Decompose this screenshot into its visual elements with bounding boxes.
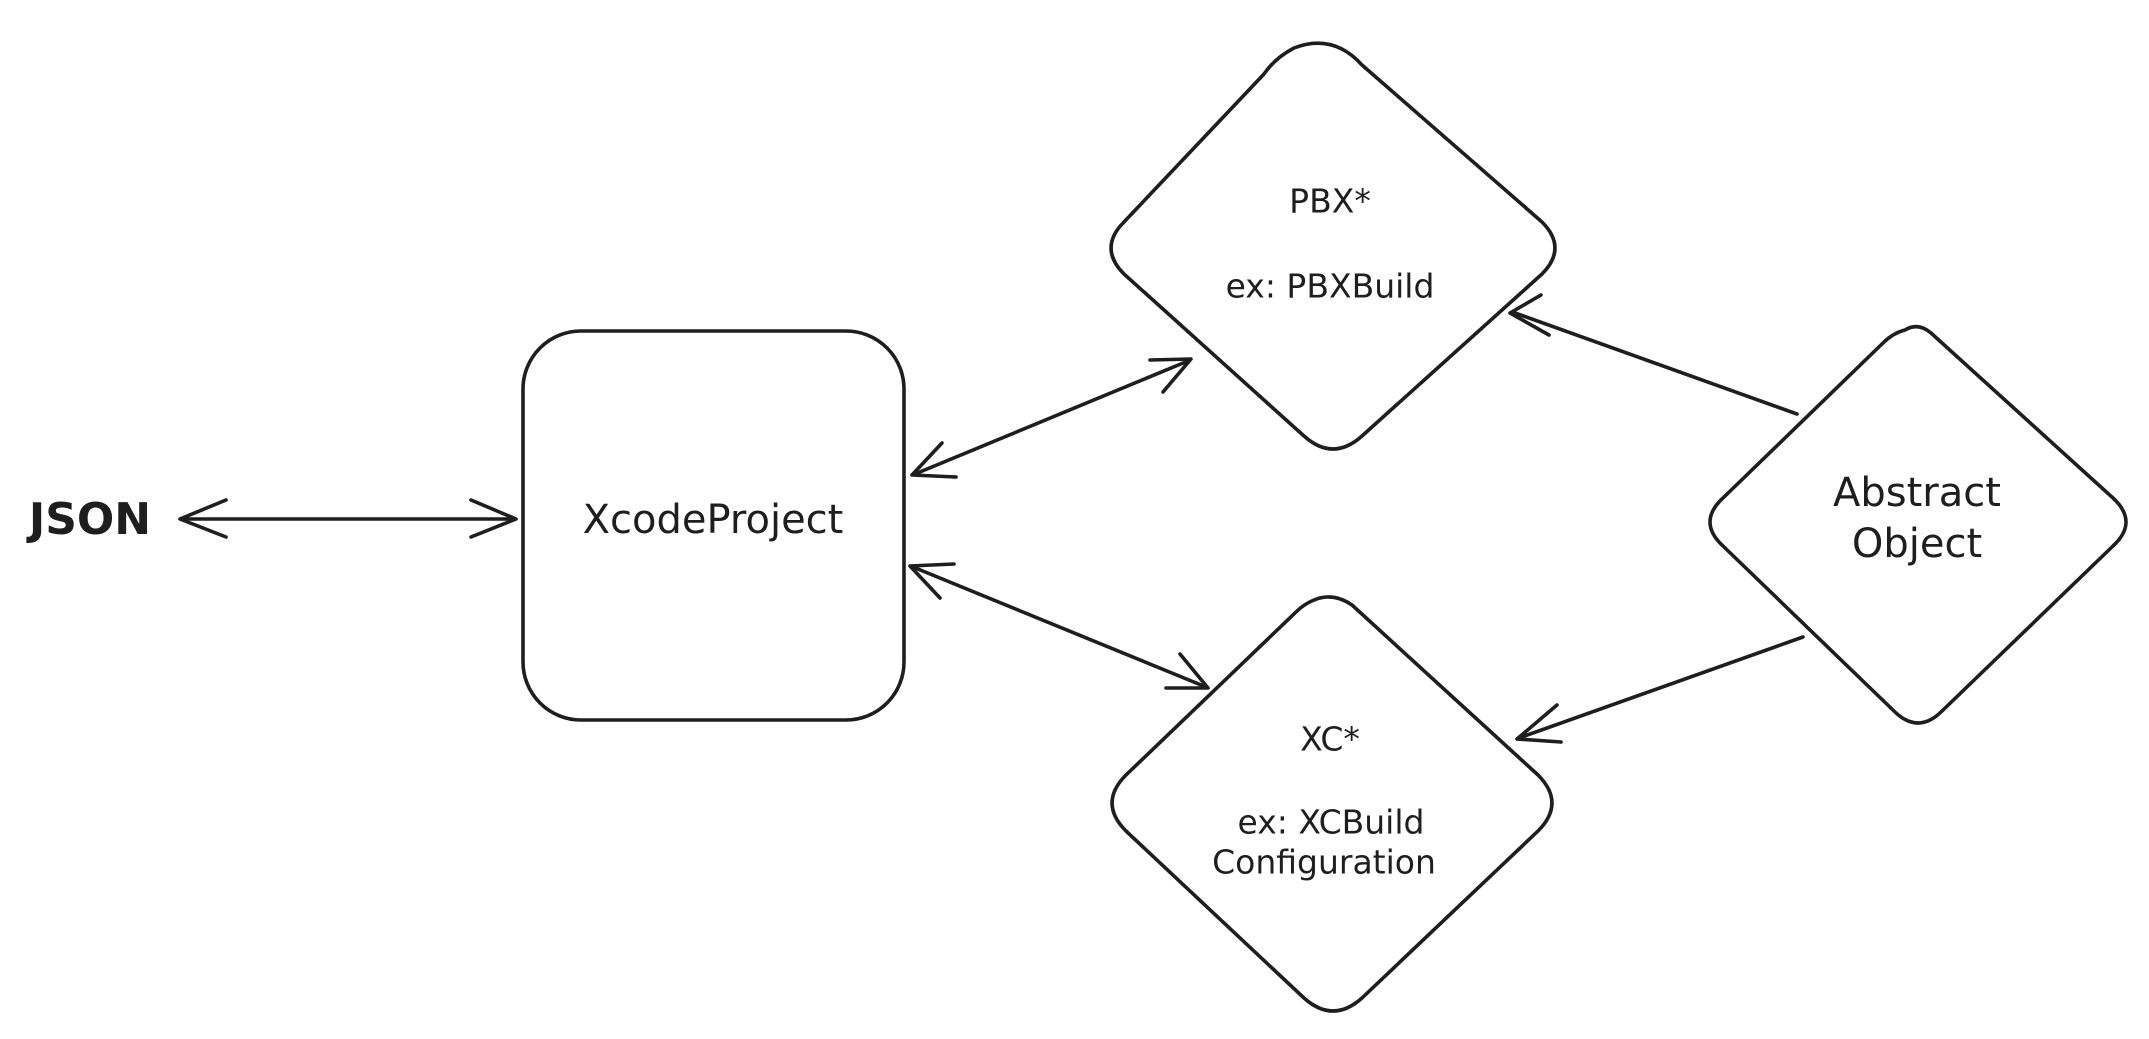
xc-example-line2: Configuration [1212, 843, 1436, 882]
edge-xcodeproject-xc [908, 562, 1210, 690]
edge-abstract-pbx [1508, 293, 1799, 416]
edge-json-xcodeproject [178, 498, 518, 539]
abstract-object-diamond[interactable] [1708, 324, 2128, 725]
edge-xcodeproject-pbx [910, 357, 1193, 479]
xcodeproject-label: XcodeProject [583, 497, 844, 543]
pbx-example: ex: PBXBuild [1226, 267, 1435, 306]
xc-diamond[interactable] [1110, 595, 1554, 1013]
xc-title: XC* [1300, 720, 1360, 759]
json-label: JSON [26, 494, 151, 545]
abstract-object-line1: Abstract [1833, 470, 2001, 516]
pbx-title: PBX* [1289, 182, 1371, 221]
xcodeproject-box[interactable] [521, 329, 906, 722]
pbx-diamond[interactable] [1109, 41, 1557, 451]
edge-abstract-xc [1515, 635, 1805, 744]
xc-example-line1: ex: XCBuild [1238, 803, 1425, 842]
abstract-object-line2: Object [1852, 521, 1982, 567]
